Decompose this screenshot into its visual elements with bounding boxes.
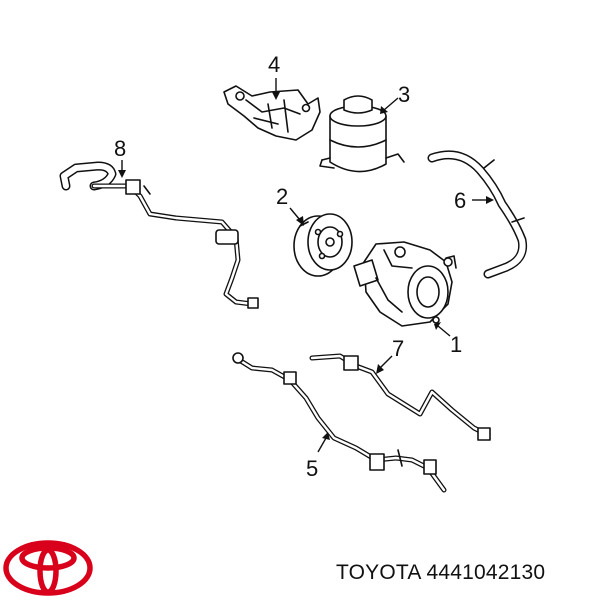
part-4-bracket — [223, 85, 321, 141]
part-2-pulley — [293, 213, 353, 277]
callout-arrows — [118, 78, 494, 453]
callout-6: 6 — [454, 188, 466, 213]
callout-5: 5 — [306, 456, 318, 481]
callout-8: 8 — [114, 136, 126, 161]
toyota-logo-icon — [3, 540, 93, 596]
callout-4: 4 — [268, 52, 280, 77]
part-6-hose — [427, 150, 528, 279]
part-1-pump — [353, 241, 457, 327]
part-5-line — [232, 352, 447, 493]
callout-7: 7 — [392, 336, 404, 361]
callout-1: 1 — [450, 332, 462, 357]
callout-3: 3 — [398, 82, 410, 107]
brand-name: TOYOTA — [336, 561, 421, 584]
part-number: 4441042130 — [426, 561, 546, 584]
part-3-reservoir — [319, 95, 405, 173]
part-8-pressure-line — [59, 161, 259, 309]
callout-2: 2 — [276, 184, 288, 209]
part-7-line — [309, 353, 491, 441]
part-caption: TOYOTA 4441042130 — [336, 561, 545, 585]
